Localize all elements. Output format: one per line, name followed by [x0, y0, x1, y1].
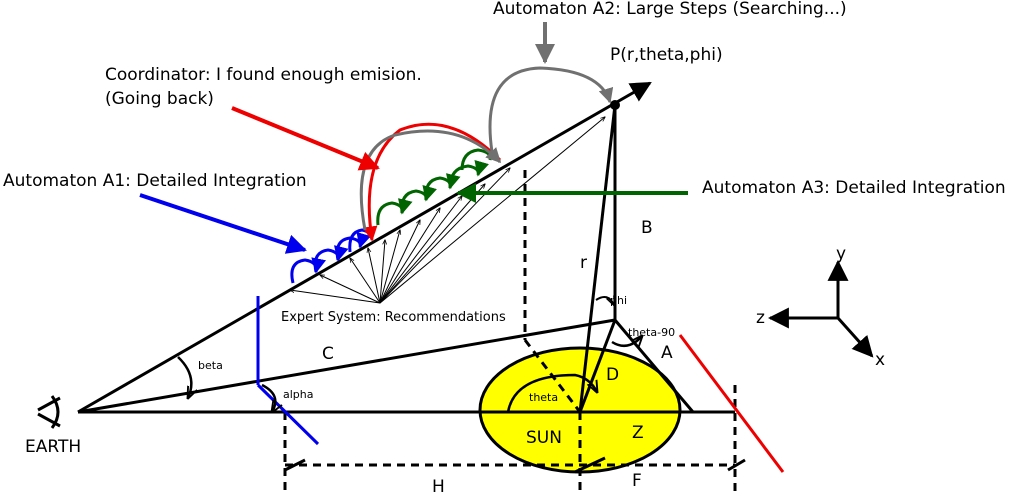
tick-h-mid — [574, 456, 606, 474]
tick-h-right — [727, 458, 746, 472]
label-axis-z: z — [756, 308, 765, 328]
segment-a — [613, 319, 695, 413]
a2-large-step-arc-1 — [359, 129, 502, 231]
label-seg-z: Z — [632, 423, 644, 443]
label-seg-b: B — [641, 218, 653, 238]
label-a3: Automaton A3: Detailed Integration — [702, 178, 1006, 198]
label-axis-y: y — [836, 244, 846, 264]
theta90-arc — [611, 336, 642, 346]
label-coordinator-line1: Coordinator: I found enough emision. — [105, 65, 422, 85]
segment-d — [578, 319, 617, 413]
label-point-p: P(r,theta,phi) — [610, 45, 723, 65]
label-theta-90: theta-90 — [628, 326, 675, 339]
beta-arc — [177, 356, 191, 398]
projection-line-blue-2 — [256, 383, 320, 446]
a2-large-step-arc-2 — [488, 66, 614, 153]
earth-eye-icon — [37, 395, 61, 429]
label-alpha: alpha — [283, 388, 314, 401]
label-coordinator-line2: (Going back) — [105, 89, 214, 109]
a3-integration-loops — [376, 148, 492, 226]
segment-r — [578, 104, 617, 413]
label-sun: SUN — [526, 428, 562, 448]
label-a1: Automaton A1: Detailed Integration — [3, 171, 307, 191]
expert-recommendation-arrows — [290, 117, 605, 304]
label-seg-f: F — [632, 471, 642, 491]
a1-integration-loops — [290, 228, 372, 284]
coordinator-pointer-arrow — [231, 106, 380, 171]
coordinator-back-arc — [362, 122, 502, 242]
label-seg-r: r — [580, 253, 587, 273]
label-beta: beta — [198, 359, 223, 372]
label-seg-h: H — [432, 477, 445, 494]
label-axis-x: x — [875, 350, 885, 370]
label-phi: phi — [610, 294, 627, 307]
segment-c — [77, 318, 616, 414]
phi-arc — [595, 297, 614, 305]
label-expert-system: Expert System: Recommendations — [281, 310, 506, 325]
projection-line-red — [678, 334, 785, 473]
a1-pointer-arrow — [139, 193, 307, 254]
tick-h-left — [284, 458, 306, 472]
label-seg-d: D — [606, 365, 619, 385]
theta-arc — [506, 373, 597, 413]
label-seg-c: C — [322, 344, 334, 364]
label-a2: Automaton A2: Large Steps (Searching...) — [493, 0, 847, 19]
point-p — [610, 100, 620, 110]
alpha-arc — [261, 383, 275, 412]
label-seg-a: A — [661, 343, 673, 363]
label-earth: EARTH — [25, 437, 81, 457]
axes-icon — [767, 259, 874, 358]
label-theta: theta — [529, 391, 558, 404]
